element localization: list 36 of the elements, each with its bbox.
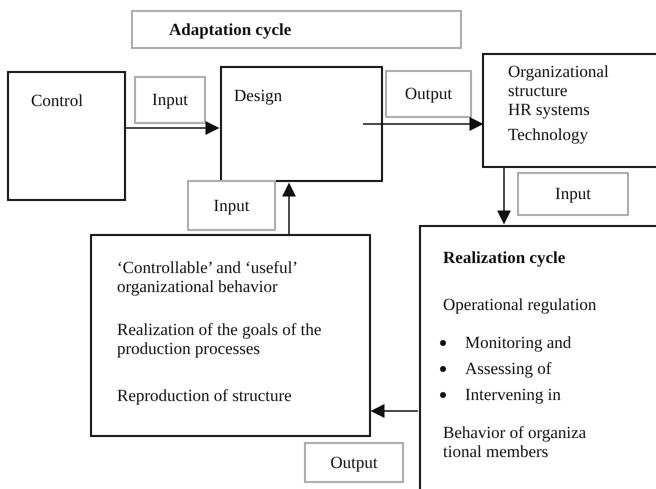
node-text: ‘Controllable’ and ‘useful’ organizational behavior (117, 258, 298, 296)
process-box (482, 53, 656, 168)
arrow (363, 117, 484, 131)
flow-label-box (134, 76, 206, 124)
node-text: Organizational structure (508, 62, 610, 100)
bullet-item: Intervening in (465, 385, 562, 404)
arrow (282, 182, 296, 234)
node-text: Operational regulation (443, 295, 598, 314)
node-text: Input (214, 196, 250, 216)
arrow (497, 168, 511, 224)
heading: Adaptation cycle (169, 20, 292, 40)
bullet-item: Monitoring and (465, 333, 572, 352)
node-text: Realization of the goals of the production processes (117, 320, 322, 358)
node-text: Control (31, 91, 83, 110)
node-text: Input (555, 184, 591, 204)
bullet-item: Assessing of (465, 359, 552, 378)
process-box (220, 66, 383, 182)
node-text: HR systems (508, 100, 590, 119)
heading: Realization cycle (443, 248, 566, 267)
flow-label-box (187, 180, 276, 231)
node-text: Input (152, 90, 188, 110)
node-text: Reproduction of structure (117, 386, 293, 405)
process-box (90, 234, 371, 437)
arrow (370, 404, 418, 418)
arrow (126, 121, 220, 135)
process-panel (419, 225, 656, 489)
node-text: Design (234, 86, 282, 105)
node-text: Technology (508, 125, 588, 144)
flow-label-box (304, 442, 404, 483)
flow-label-box (517, 172, 629, 216)
node-text: Output (404, 84, 452, 104)
node-text: Behavior of organiza tional members (443, 423, 588, 461)
title-box (131, 10, 462, 49)
flow-label-box (385, 70, 472, 118)
node-text: Output (330, 452, 378, 472)
process-box (7, 71, 126, 201)
